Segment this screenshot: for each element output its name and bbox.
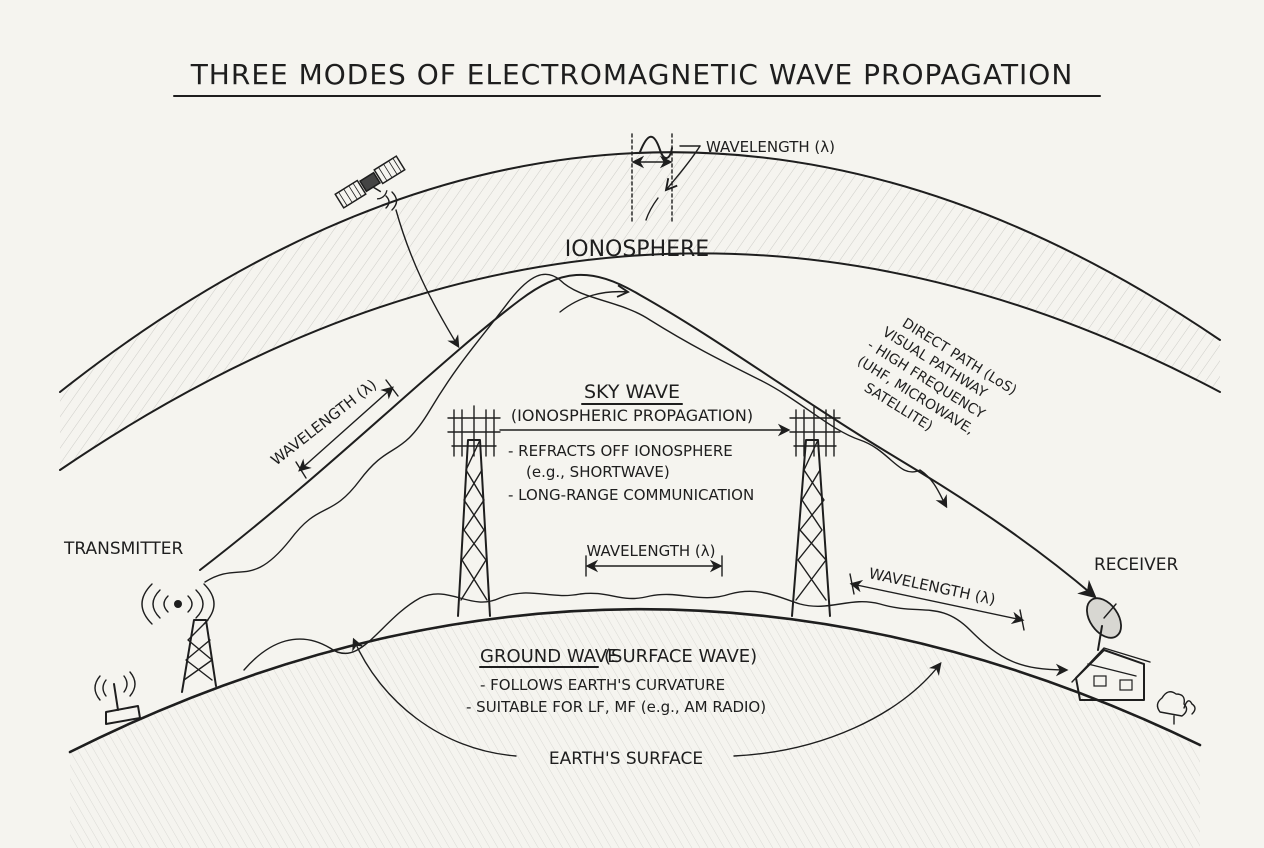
sky-wave-wavy (204, 273, 948, 583)
ground-wave-subheading: (SURFACE WAVE) (604, 646, 757, 667)
earth-surface-label: EARTH'S SURFACE (549, 749, 703, 769)
ground-wave-line2: - SUITABLE FOR LF, MF (e.g., AM RADIO) (466, 698, 766, 716)
ground-wave-heading: GROUND WAVE (480, 646, 619, 667)
repeater-tower-icon (447, 405, 841, 617)
sky-wave-line2: (e.g., SHORTWAVE) (526, 463, 670, 481)
sky-wave-line1: - REFRACTS OFF IONOSPHERE (508, 442, 733, 460)
transmitter-tower-icon (141, 583, 217, 693)
sky-wave-path (199, 274, 1097, 599)
tree-icon (1156, 691, 1196, 725)
satellite-signal-waves (385, 191, 398, 211)
house-icon (1071, 647, 1151, 701)
satellite-downlink-path (395, 209, 460, 349)
ground-wave-line1: - FOLLOWS EARTH'S CURVATURE (480, 676, 725, 694)
sky-wave-heading: SKY WAVE (584, 381, 680, 403)
diagram-title: THREE MODES OF ELECTROMAGNETIC WAVE PROP… (190, 58, 1074, 91)
radio-device-icon (94, 671, 141, 725)
wavelength-left-label: WAVELENGTH (λ) (267, 376, 380, 470)
earth-surface (68, 607, 1202, 848)
direct-path-note: DIRECT PATH (LoS) VISUAL PATHWAY - HIGH … (854, 315, 1019, 438)
sky-wave-line3: - LONG-RANGE COMMUNICATION (508, 486, 754, 504)
wavelength-mid-label: WAVELENGTH (λ) (587, 542, 716, 560)
wavelength-right-label: WAVELENGTH (λ) (867, 564, 997, 608)
wavelength-top-indicator (631, 133, 701, 223)
ionosphere-band (59, 151, 1221, 471)
ionosphere-label: IONOSPHERE (565, 237, 709, 262)
wavelength-right-indicator (849, 573, 1025, 631)
transmitter-label: TRANSMITTER (63, 539, 184, 559)
sky-wave-subheading: (IONOSPHERIC PROPAGATION) (511, 406, 753, 425)
earth-surface-left-arrow (352, 637, 517, 757)
receiver-label: RECEIVER (1094, 555, 1179, 575)
wavelength-top-label: WAVELENGTH (λ) (706, 138, 835, 156)
wavelength-left-indicator (295, 379, 399, 479)
satellite-icon (334, 155, 406, 209)
receiver-dish-icon (1086, 597, 1122, 651)
earth-surface-right-arrow (733, 662, 942, 757)
ionosphere-refraction-arrow (559, 284, 630, 313)
wavelength-mid-indicator (585, 555, 723, 577)
